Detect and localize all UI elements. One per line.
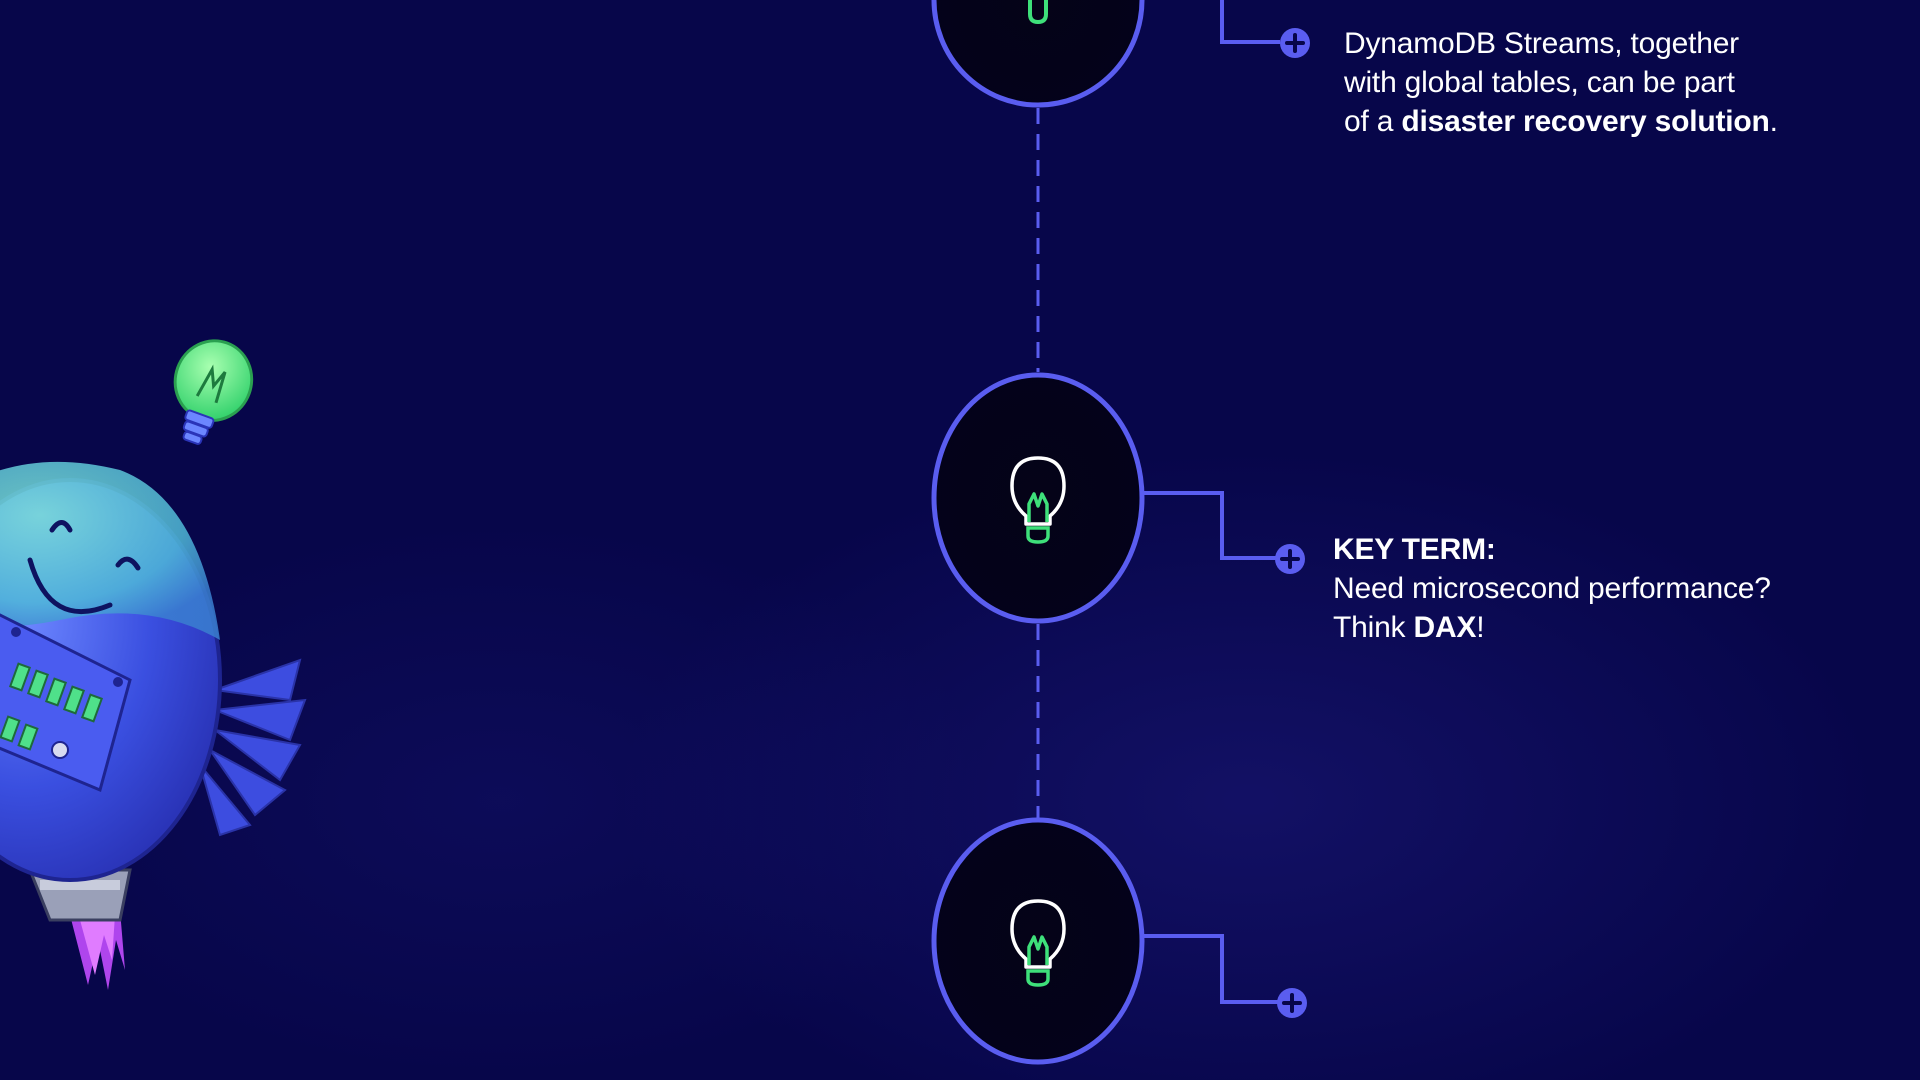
tip-emphasis: disaster recovery solution — [1401, 105, 1770, 138]
timeline-node — [931, 0, 1145, 108]
tip-line: of a disaster recovery solution. — [1344, 102, 1864, 141]
key-term-text: ! — [1476, 611, 1485, 644]
tip-line: DynamoDB Streams, together — [1344, 27, 1739, 60]
lightbulb-icon — [1010, 899, 1066, 987]
timeline-node — [931, 372, 1145, 624]
lightbulb-icon — [1028, 0, 1048, 25]
key-term-line: Think DAX! — [1333, 608, 1873, 647]
tip-text: . — [1769, 105, 1778, 138]
plus-circle-icon[interactable] — [1277, 988, 1307, 1018]
plus-circle-icon[interactable] — [1280, 28, 1310, 58]
timeline-node — [931, 817, 1145, 1065]
robot-mascot — [0, 461, 307, 990]
key-term-callout: KEY TERM: Need microsecond performance? … — [1333, 530, 1873, 647]
key-term-text: Think — [1333, 611, 1414, 644]
callout-connector — [1142, 934, 1278, 1004]
key-term-line: Need microsecond performance? — [1333, 572, 1771, 605]
key-term-heading: KEY TERM: — [1333, 530, 1873, 569]
key-term-label: KEY TERM: — [1333, 533, 1496, 566]
lightbulb-icon — [1010, 456, 1066, 544]
plus-circle-icon[interactable] — [1275, 544, 1305, 574]
lightbulb-icon — [173, 339, 254, 445]
callout-connector — [1220, 0, 1280, 44]
callout-connector — [1142, 491, 1278, 560]
tip-text: of a — [1344, 105, 1402, 138]
tip-line: with global tables, can be part — [1344, 66, 1735, 99]
tip-callout-streams: DynamoDB Streams, together with global t… — [1344, 24, 1864, 141]
key-term-emphasis: DAX — [1413, 611, 1477, 644]
